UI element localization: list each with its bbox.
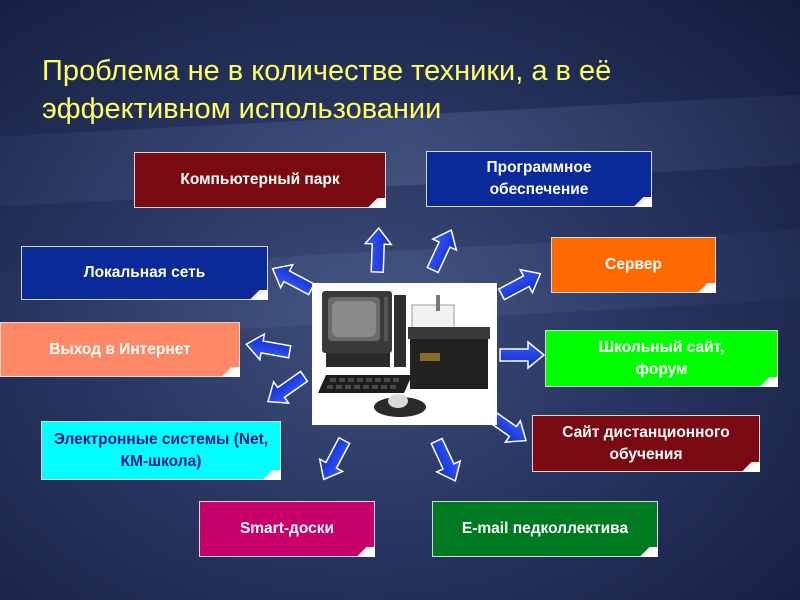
box-school-site: Школьный сайт, форум	[545, 330, 778, 387]
box-label: Программное обеспечение	[486, 159, 592, 198]
arrow-to-email	[430, 437, 462, 483]
box-distance-site: Сайт дистанционного обучения	[532, 415, 760, 472]
arrow-to-school-site	[499, 340, 546, 370]
box-label: E-mail педколлектива	[461, 520, 629, 537]
slide-title: Проблема не в количестве техники, а в её…	[42, 55, 612, 125]
box-email: E-mail педколлектива	[432, 501, 658, 557]
box-software: Программное обеспечение	[426, 151, 652, 207]
box-label: Школьный сайт, форум	[598, 338, 725, 378]
box-internet: Выход в Интернет	[0, 322, 240, 377]
arrow-to-server	[497, 268, 542, 301]
box-computer-park: Компьютерный парк	[134, 152, 386, 208]
arrow-to-internet	[245, 332, 292, 362]
box-e-systems: Электронные системы (Net, КМ-школа)	[41, 421, 281, 480]
box-label: Компьютерный парк	[180, 171, 340, 188]
arrow-to-computer-park	[363, 226, 393, 273]
box-label: Smart-доски	[239, 520, 335, 537]
box-label: Выход в Интернет	[49, 340, 191, 358]
box-server: Сервер	[551, 237, 716, 293]
box-label: Электронные системы (Net, КМ-школа)	[53, 430, 269, 470]
box-local-network: Локальная сеть	[21, 246, 268, 300]
box-smart-boards: Smart-доски	[199, 501, 375, 557]
arrow-to-smart-boards	[318, 436, 351, 481]
arrow-to-e-systems	[267, 370, 309, 404]
box-label: Сайт дистанционного обучения	[562, 423, 730, 463]
box-label: Локальная сеть	[83, 264, 206, 281]
retro-computer-and-printer-image	[312, 283, 497, 425]
arrow-to-software	[426, 228, 458, 274]
arrow-to-local-network	[271, 263, 316, 296]
box-label: Сервер	[605, 256, 662, 273]
